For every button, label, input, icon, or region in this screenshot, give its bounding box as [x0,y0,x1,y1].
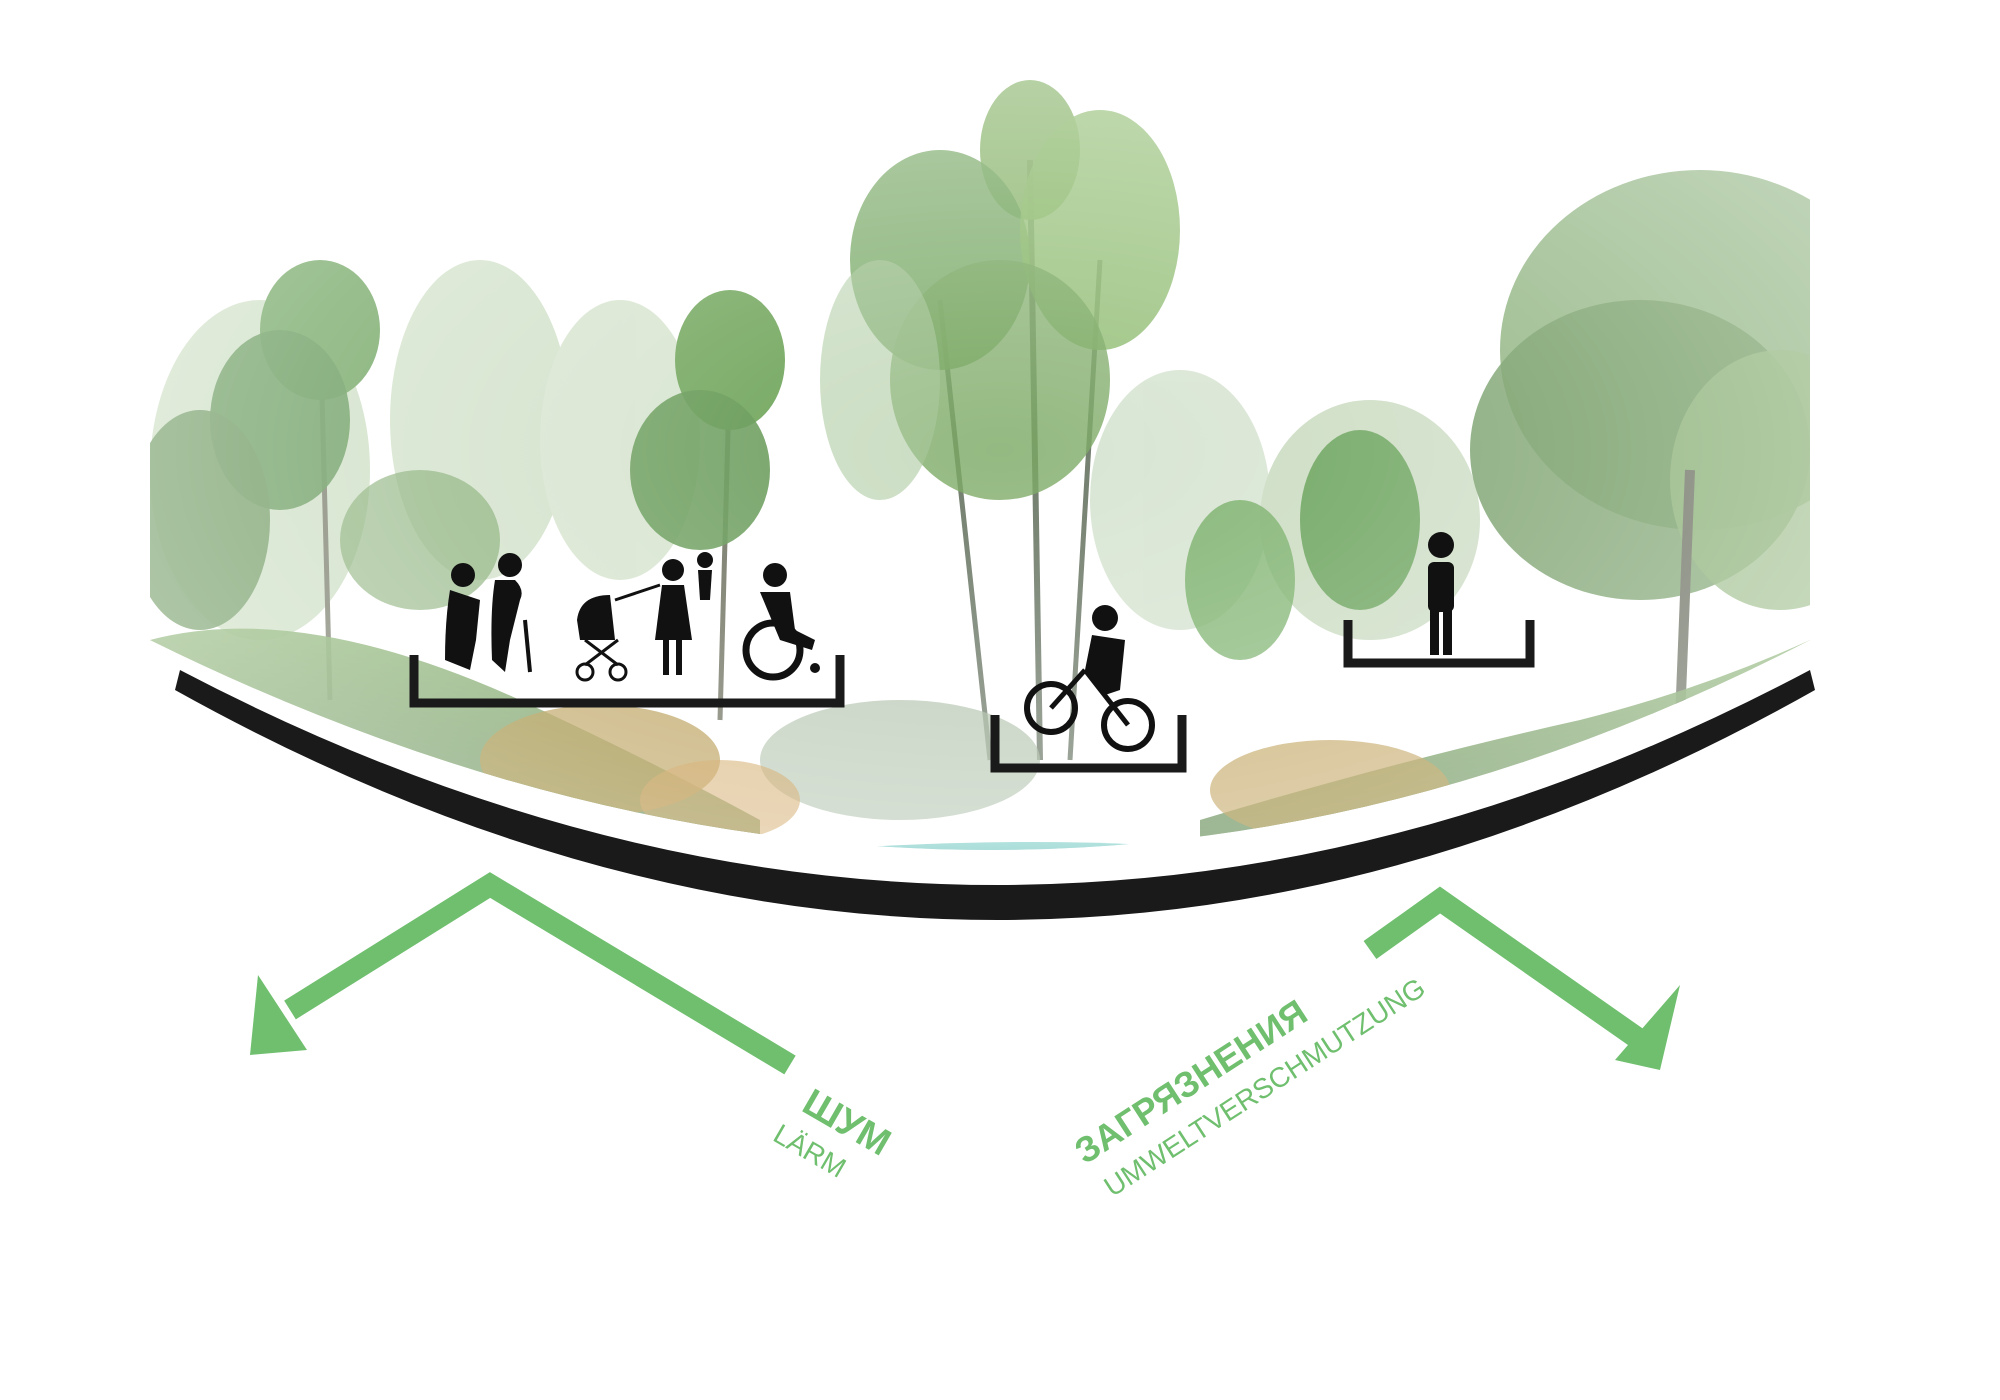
noise-label-group: ШУМ LÄRM [768,1081,897,1183]
parent-child-icon [655,552,713,675]
walker-platform [1343,532,1535,668]
cyclist-platform [990,605,1187,773]
noise-arrowhead [250,975,307,1055]
wheelchair-user-icon [742,563,820,681]
vegetation [150,60,1810,850]
pollution-arrowhead [1615,985,1680,1070]
cyclist-icon [1024,605,1155,752]
ground-section-line [175,670,1815,920]
pedestrian-family-platform [409,552,845,708]
elderly-couple-icon [445,553,532,673]
noise-arrow [250,872,796,1075]
pollution-arrow [1363,886,1680,1070]
standing-person-icon [1428,532,1454,655]
stroller-icon [575,583,661,682]
pollution-label-group: ЗАГРЯЗНЕНИЯ UMWELTVERSCHMUTZUNG [1067,972,1431,1203]
